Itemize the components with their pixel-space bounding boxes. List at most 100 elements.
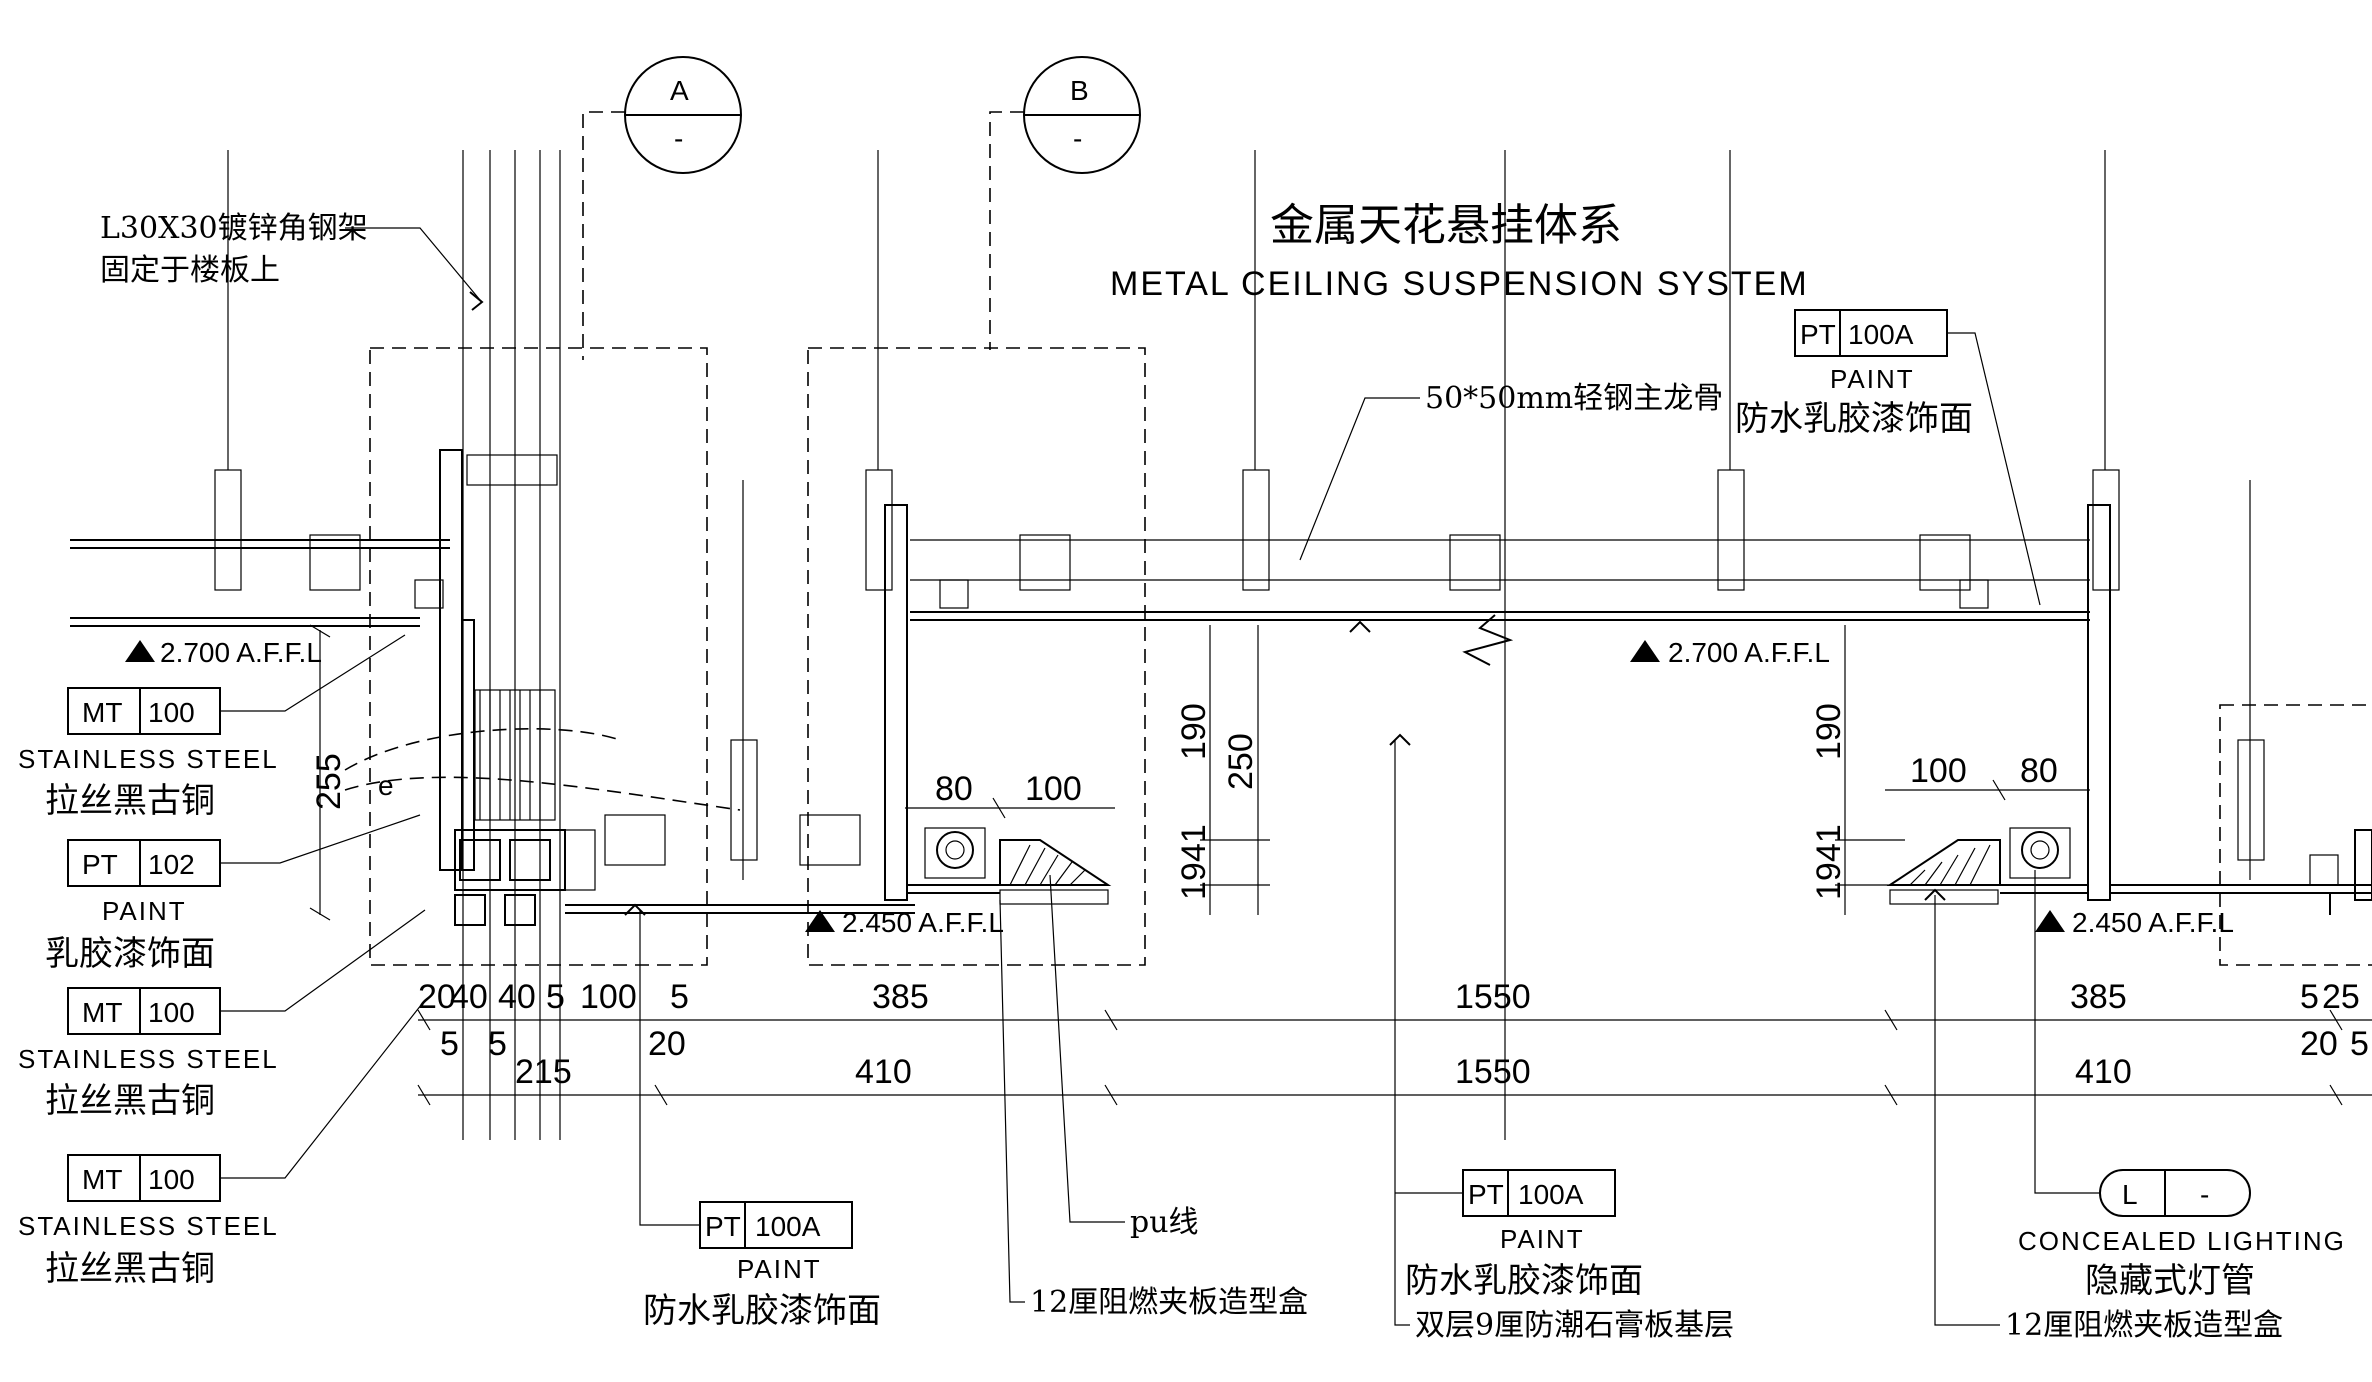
dim-right-19: 19 [1810, 862, 1848, 900]
material-tag-mt100-3: MT 100 STAINLESS STEEL 拉丝黑古铜 [18, 999, 426, 1289]
material-tag-code: MT [82, 697, 122, 728]
material-tag-pt102: PT 102 PAINT 乳胶漆饰面 [45, 814, 421, 974]
dim-row1-25: 25 [2322, 978, 2360, 1016]
detail-box-right [2219, 704, 2372, 966]
note-angle-steel: L30X30镀锌角钢架 固定于楼板上 [100, 211, 484, 311]
note-gypsum-base: 双层9厘防潮石膏板基层 [1394, 740, 1734, 1343]
dim-row2-410b: 410 [2075, 1053, 2132, 1091]
dimension-right-horizontal: 100 80 [1885, 752, 2090, 801]
level-upper-right-text: 2.700 A.F.F.L [1668, 637, 1830, 668]
material-tag-cn: 拉丝黑古铜 [45, 1081, 215, 1121]
material-tag-cn: 拉丝黑古铜 [45, 781, 215, 821]
material-tag-code: MT [82, 997, 122, 1028]
dim-row1sub-20a: 20 [648, 1025, 686, 1063]
note-plywood-box-right: 12厘阻燃夹板造型盒 [1934, 895, 2283, 1343]
dimension-row-1: 20 40 40 5 100 5 385 1550 385 5 25 5 5 2… [417, 978, 2372, 1063]
right-drop-ceiling [1886, 504, 2372, 915]
dimension-mid-horizontal: 80 100 [905, 770, 1115, 819]
dim-mid-100: 100 [1025, 770, 1082, 808]
material-tag-code: L [2122, 1179, 2138, 1210]
material-tag-cn: 防水乳胶漆饰面 [643, 1291, 881, 1331]
title-cn: 金属天花悬挂体系 [1270, 200, 1622, 251]
material-tag-num: 102 [148, 849, 195, 880]
dim-mid-80: 80 [935, 770, 973, 808]
section-marker-a-sub: - [674, 123, 683, 154]
material-tag-lighting: L - CONCEALED LIGHTING 隐藏式灯管 [2018, 870, 2346, 1301]
dim-row1-100: 100 [580, 978, 637, 1016]
dim-row1sub-5a: 5 [440, 1025, 459, 1063]
material-tag-code: PT [1800, 319, 1836, 350]
dim-row1sub-5c: 5 [2350, 1025, 2369, 1063]
material-tag-num: 100 [148, 697, 195, 728]
left-wall [439, 449, 915, 926]
middle-drop-ceiling [884, 504, 1112, 905]
dim-row1-1550: 1550 [1455, 978, 1531, 1016]
dim-left-255: 255 [310, 753, 348, 810]
dim-right-41: 41 [1810, 824, 1848, 862]
level-lower-right-text: 2.450 A.F.F.L [2072, 907, 2234, 938]
section-marker-a: A - [582, 56, 742, 360]
note-main-keel-text: 50*50mm轻钢主龙骨 [1425, 381, 1723, 416]
dim-row1-385b: 385 [2070, 978, 2127, 1016]
note-plywood-box-right-text: 12厘阻燃夹板造型盒 [2005, 1308, 2283, 1343]
break-line [1462, 614, 1514, 666]
material-tag-cn: 拉丝黑古铜 [45, 1249, 215, 1289]
section-marker-a-letter: A [670, 75, 689, 106]
detail-box-b [807, 347, 1146, 966]
dim-row1-5a: 5 [546, 978, 565, 1016]
door-swing: e [344, 689, 741, 821]
note-angle-steel-line1: L30X30镀锌角钢架 [100, 211, 368, 246]
material-tag-cn: 乳胶漆饰面 [45, 934, 215, 974]
level-upper-left: 2.700 A.F.F.L [125, 637, 322, 668]
level-upper-right: 2.700 A.F.F.L [1630, 637, 1830, 668]
material-tag-en: STAINLESS STEEL [18, 744, 279, 774]
material-tag-num: 100 [148, 1164, 195, 1195]
door-mark: e [378, 770, 394, 801]
pu-hatch-left [1009, 844, 1086, 886]
dim-row2-410a: 410 [855, 1053, 912, 1091]
material-tag-en: PAINT [737, 1254, 822, 1284]
material-tag-num: 100A [1848, 319, 1914, 350]
material-tag-num: 100A [755, 1211, 821, 1242]
note-pu-line: pu线 [1049, 874, 1199, 1240]
section-marker-b-letter: B [1070, 75, 1089, 106]
dim-row1sub-5b: 5 [488, 1025, 507, 1063]
material-tag-en: STAINLESS STEEL [18, 1211, 279, 1241]
dim-right-100: 100 [1910, 752, 1967, 790]
material-tag-mt100-2: MT 100 STAINLESS STEEL 拉丝黑古铜 [18, 909, 426, 1121]
dim-row1-40a: 40 [450, 978, 488, 1016]
level-lower-right: 2.450 A.F.F.L [2035, 907, 2234, 938]
dim-mid-190: 190 [1175, 703, 1213, 760]
hanger-rods [227, 150, 2251, 1140]
note-gypsum-base-text: 双层9厘防潮石膏板基层 [1415, 1308, 1734, 1343]
title-en: METAL CEILING SUSPENSION SYSTEM [1110, 265, 1809, 303]
material-tag-en: CONCEALED LIGHTING [2018, 1226, 2346, 1256]
detail-box-a [369, 347, 708, 966]
material-tag-en: STAINLESS STEEL [18, 1044, 279, 1074]
dim-row2-215: 215 [515, 1053, 572, 1091]
section-marker-b-sub: - [1073, 123, 1082, 154]
dim-right-190: 190 [1810, 703, 1848, 760]
note-plywood-box-left: 12厘阻燃夹板造型盒 [999, 899, 1308, 1320]
note-main-keel: 50*50mm轻钢主龙骨 [1299, 381, 1723, 561]
hanger-brackets [214, 469, 2265, 861]
material-tag-en: PAINT [1830, 364, 1915, 394]
section-marker-b: B - [989, 56, 1141, 350]
dim-right-80: 80 [2020, 752, 2058, 790]
level-upper-left-text: 2.700 A.F.F.L [160, 637, 322, 668]
dim-row1sub-20b: 20 [2300, 1025, 2338, 1063]
direction-carets [624, 620, 1946, 916]
material-tag-pt100a-bottom-mid: PT 100A PAINT 防水乳胶漆饰面 [1395, 1169, 1643, 1301]
dim-row1-385a: 385 [872, 978, 929, 1016]
note-plywood-box-left-text: 12厘阻燃夹板造型盒 [1030, 1285, 1308, 1320]
dim-row1-5b: 5 [670, 978, 689, 1016]
material-tag-code: MT [82, 1164, 122, 1195]
material-tag-code: PT [705, 1211, 741, 1242]
material-tag-cn: 防水乳胶漆饰面 [1735, 399, 1973, 439]
material-tag-pt100a-bottom-left: PT 100A PAINT 防水乳胶漆饰面 [639, 910, 881, 1331]
material-tag-num: - [2200, 1179, 2209, 1210]
material-tag-pt100a-top: PT 100A PAINT 防水乳胶漆饰面 [1735, 309, 2041, 606]
material-tag-en: PAINT [1500, 1224, 1585, 1254]
dim-mid-41: 41 [1175, 824, 1213, 862]
